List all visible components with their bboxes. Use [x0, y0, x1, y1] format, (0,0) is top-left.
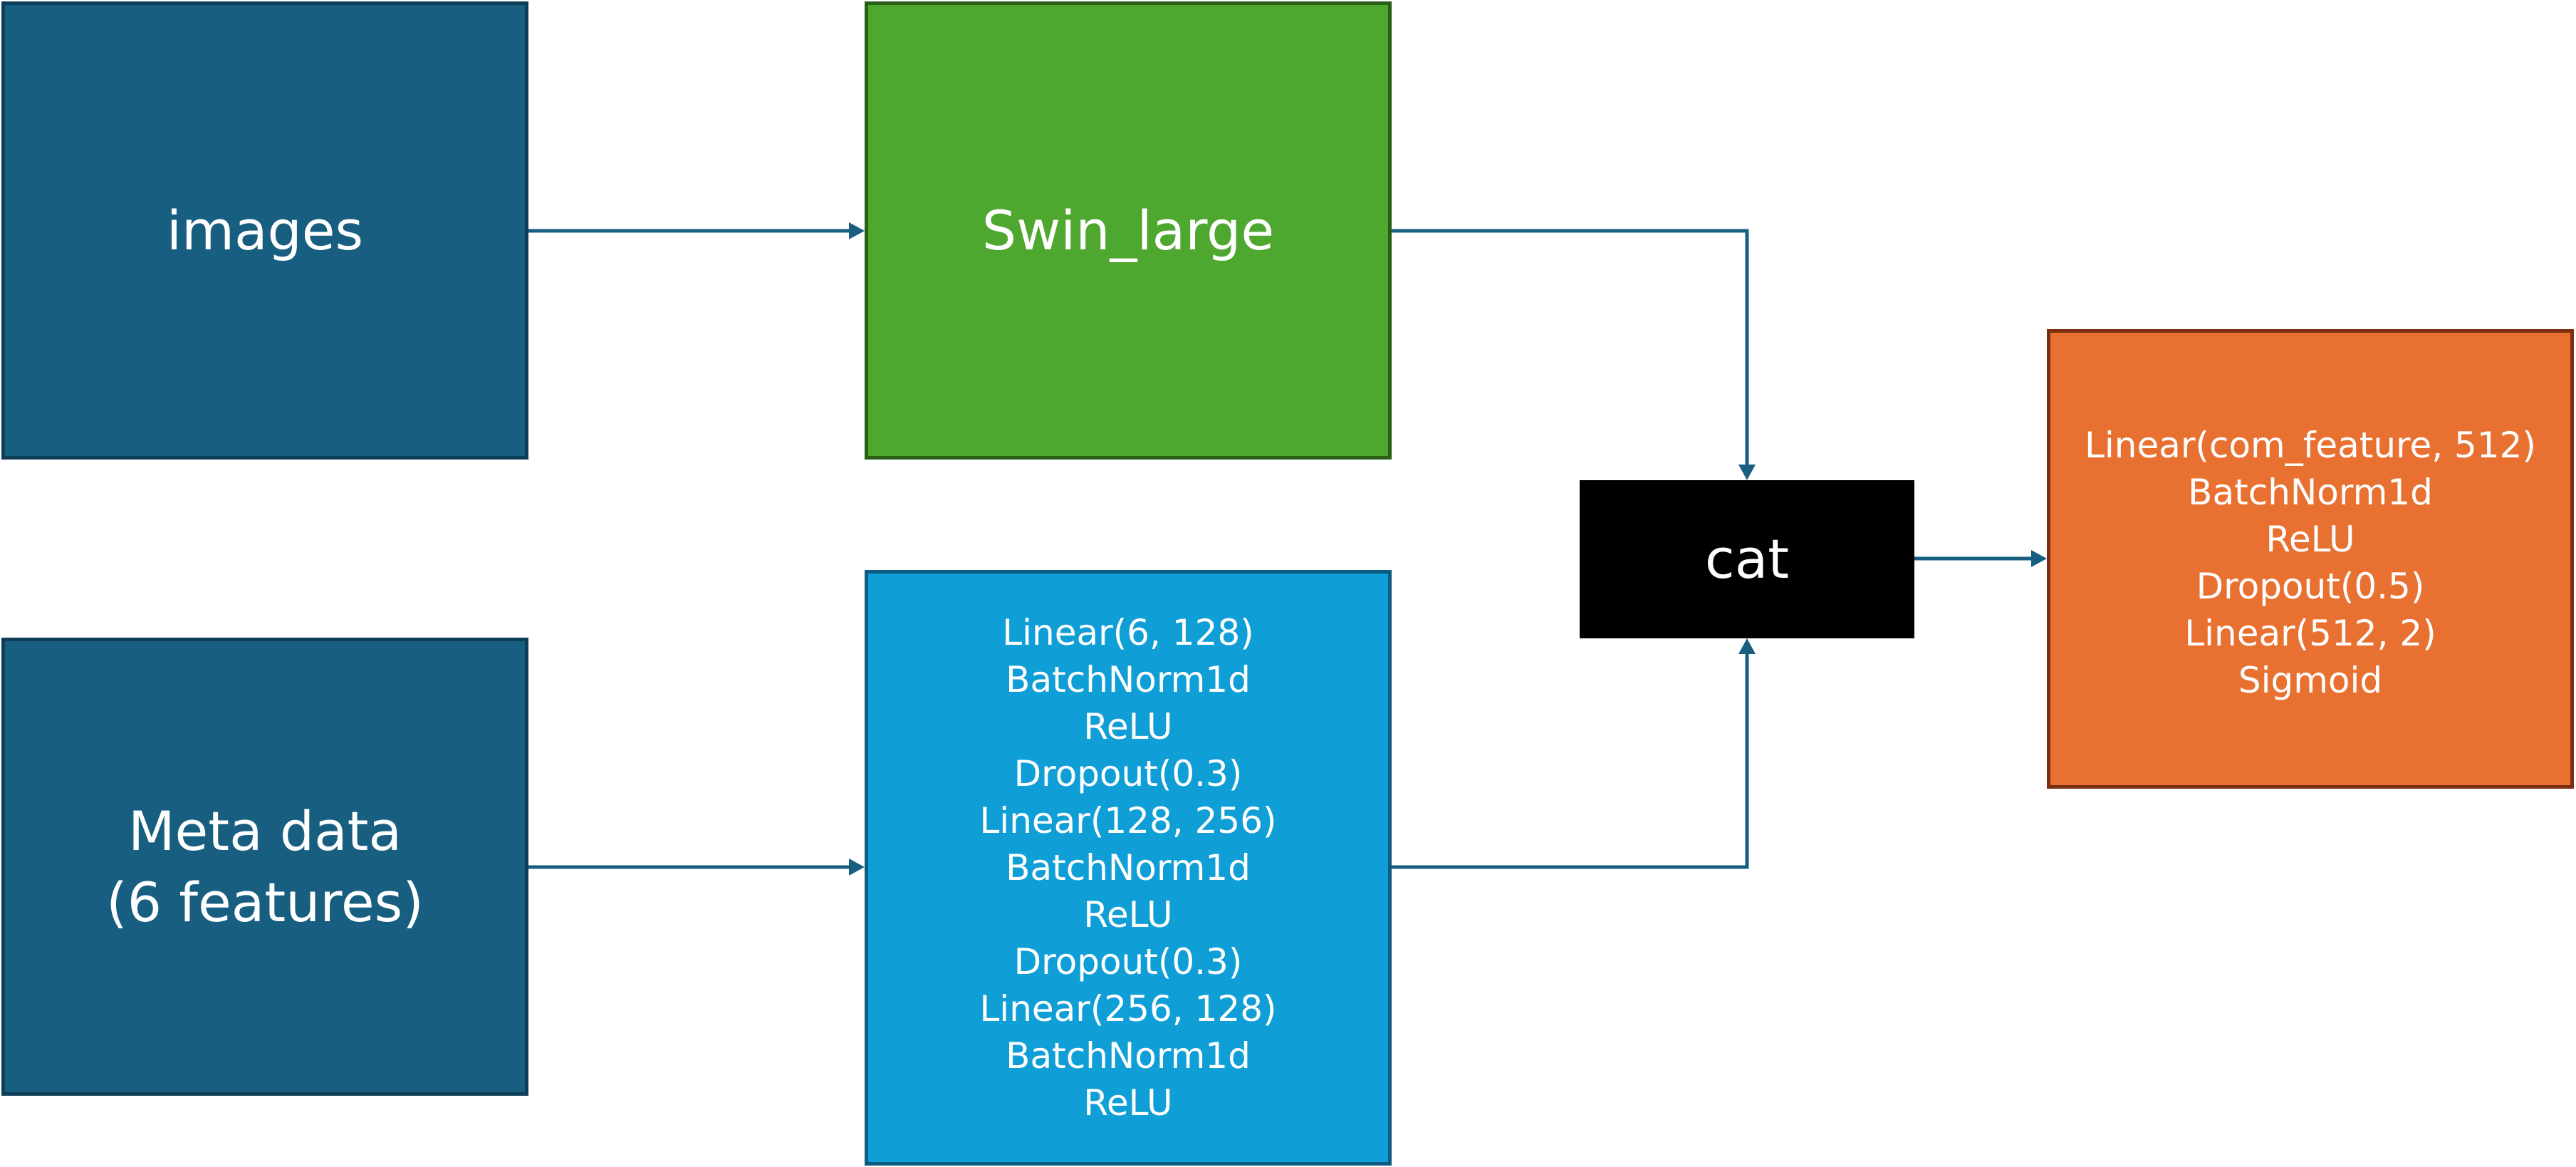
cat-node: cat: [1580, 480, 1914, 638]
head-layer-1: Linear(com_feature, 512): [2085, 425, 2536, 466]
head-layer-5: Linear(512, 2): [2184, 613, 2436, 654]
mlp-layer-1: Linear(6, 128): [1002, 612, 1254, 653]
classifier-head-node: Linear(com_feature, 512) BatchNorm1d ReL…: [2047, 329, 2574, 789]
swin-large-label: Swin_large: [981, 198, 1275, 262]
images-node: images: [1, 1, 528, 460]
mlp-layer-10: BatchNorm1d: [1006, 1035, 1251, 1077]
mlp-layer-7: ReLU: [1083, 894, 1173, 935]
arrowhead-meta-to-mlp: [849, 859, 865, 876]
arrowhead-mlp-to-cat: [1738, 638, 1756, 654]
head-layer-2: BatchNorm1d: [2188, 472, 2433, 513]
mlp-layer-3: ReLU: [1083, 706, 1173, 747]
meta-data-features-label: (6 features): [106, 870, 424, 934]
edge-mlp-to-cat: [1392, 646, 1749, 869]
meta-data-label: Meta data: [127, 799, 402, 863]
mlp-layer-2: BatchNorm1d: [1006, 659, 1251, 700]
arrowhead-swin-to-cat: [1738, 465, 1756, 480]
head-layer-3: ReLU: [2265, 519, 2355, 560]
swin-large-node: Swin_large: [865, 1, 1392, 460]
arrowhead-images-to-swin: [849, 222, 865, 239]
meta-mlp-node: Linear(6, 128) BatchNorm1d ReLU Dropout(…: [865, 570, 1392, 1166]
meta-data-node: Meta data (6 features): [1, 638, 528, 1096]
edge-swin-to-cat: [1392, 229, 1749, 472]
head-layer-4: Dropout(0.5): [2196, 566, 2425, 607]
mlp-layer-5: Linear(128, 256): [979, 800, 1277, 841]
mlp-layer-8: Dropout(0.3): [1013, 941, 1243, 982]
head-layer-6: Sigmoid: [2238, 660, 2383, 701]
arrowhead-cat-to-head: [2031, 550, 2047, 567]
mlp-layer-6: BatchNorm1d: [1006, 847, 1251, 888]
images-label: images: [166, 198, 364, 262]
cat-label: cat: [1704, 527, 1790, 591]
mlp-layer-4: Dropout(0.3): [1013, 753, 1243, 794]
mlp-layer-11: ReLU: [1083, 1082, 1173, 1124]
mlp-layer-9: Linear(256, 128): [979, 988, 1277, 1029]
